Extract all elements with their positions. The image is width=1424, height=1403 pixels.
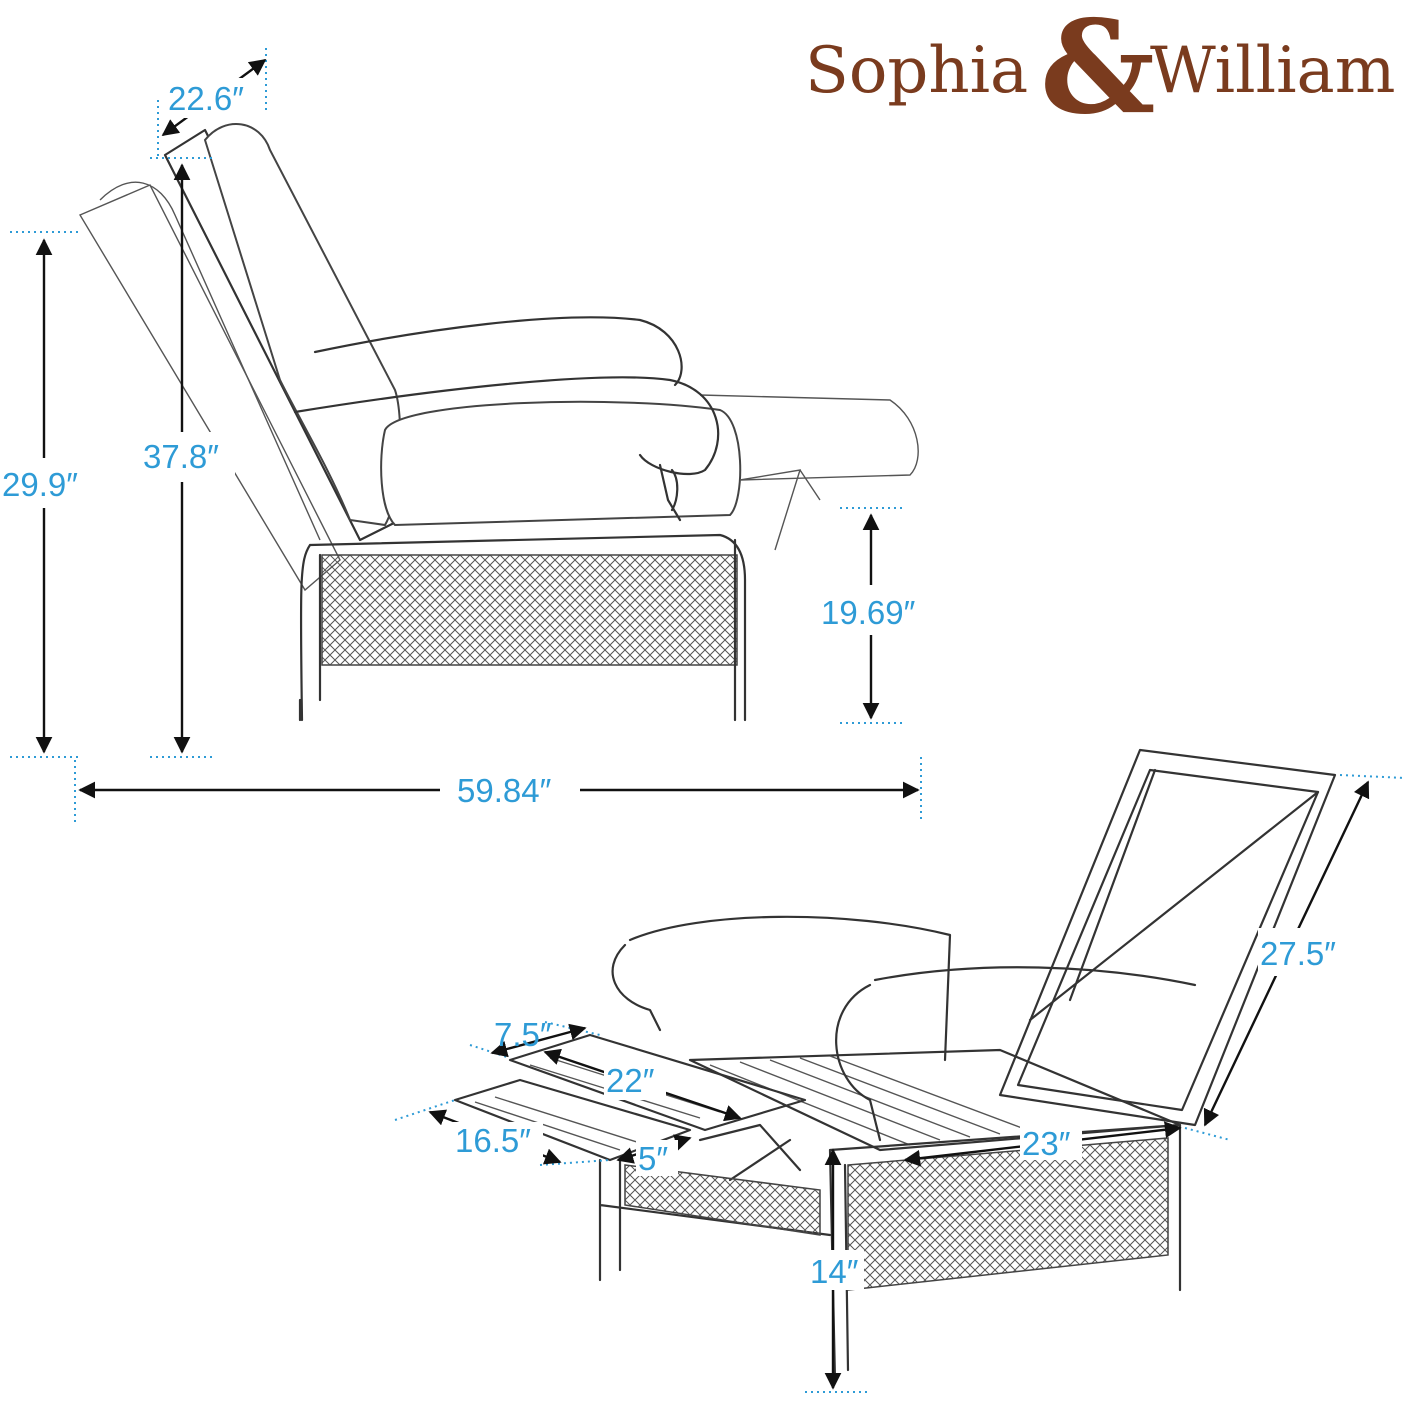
label-frame-height: 14″: [810, 1253, 859, 1290]
label-total-length: 59.84″: [457, 772, 552, 809]
dimension-backrest-length: 27.5″: [1184, 774, 1406, 1141]
dimension-footrest-length: 22″: [543, 1048, 742, 1122]
mesh-panel: [321, 554, 738, 666]
dimension-seat-height: 19.69″: [818, 507, 933, 724]
dimension-footrest-top-width: 7.5″: [469, 1016, 601, 1059]
label-headrest-depth: 22.6″: [168, 80, 244, 117]
label-footrest-length: 22″: [606, 1062, 655, 1099]
brand-name-sophia: Sophia: [805, 34, 1028, 108]
frame-back-armrest: [611, 915, 952, 1062]
back-armrest: [313, 316, 683, 387]
ghost-footrest: [699, 394, 919, 481]
dimension-backrest-height: 37.8″: [140, 163, 235, 758]
brand-ampersand: &: [1040, 0, 1156, 143]
label-backrest-length: 27.5″: [1260, 935, 1336, 972]
seat-slats: [709, 1055, 1031, 1146]
frame-mesh-panel: [847, 1137, 1169, 1291]
dimension-seat-depth: 23″: [903, 1121, 1182, 1167]
dimension-footrest-gap: 5″: [616, 1134, 692, 1177]
armrest-post: [658, 463, 682, 522]
label-seat-depth: 23″: [1022, 1125, 1071, 1162]
dimension-total-height: 29.9″: [0, 231, 100, 758]
label-footrest-top-width: 7.5″: [494, 1016, 552, 1053]
brand-logo: Sophia & William: [805, 0, 1395, 143]
footrest-mesh-panel: [624, 1164, 821, 1236]
base-frame: [298, 533, 747, 722]
front-armrest: [293, 376, 720, 475]
label-total-height: 29.9″: [2, 466, 78, 503]
dimension-headrest-depth: 22.6″: [150, 48, 267, 160]
ghost-backrest-cushion: [99, 181, 321, 541]
frame-backrest: [998, 748, 1337, 1127]
dimension-frame-height: 14″: [805, 1148, 870, 1393]
frame-seat: [688, 1048, 1182, 1152]
label-seat-height: 19.69″: [821, 594, 916, 631]
seat-cushion: [380, 400, 742, 527]
brand-name-william: William: [1150, 34, 1395, 108]
label-footrest-gap: 5″: [638, 1140, 668, 1177]
dimension-total-length: 59.84″: [74, 757, 922, 822]
label-backrest-height: 37.8″: [143, 438, 219, 475]
frame-front-armrest: [835, 966, 1197, 1142]
chair-frame-view: [453, 748, 1337, 1382]
footrest-linkage: [739, 469, 821, 551]
chair-side-view: [78, 123, 919, 722]
label-footrest-width: 16.5″: [455, 1122, 531, 1159]
dimension-footrest-width: 16.5″: [394, 1099, 611, 1166]
footrest-linkage-bottom: [698, 1123, 802, 1182]
